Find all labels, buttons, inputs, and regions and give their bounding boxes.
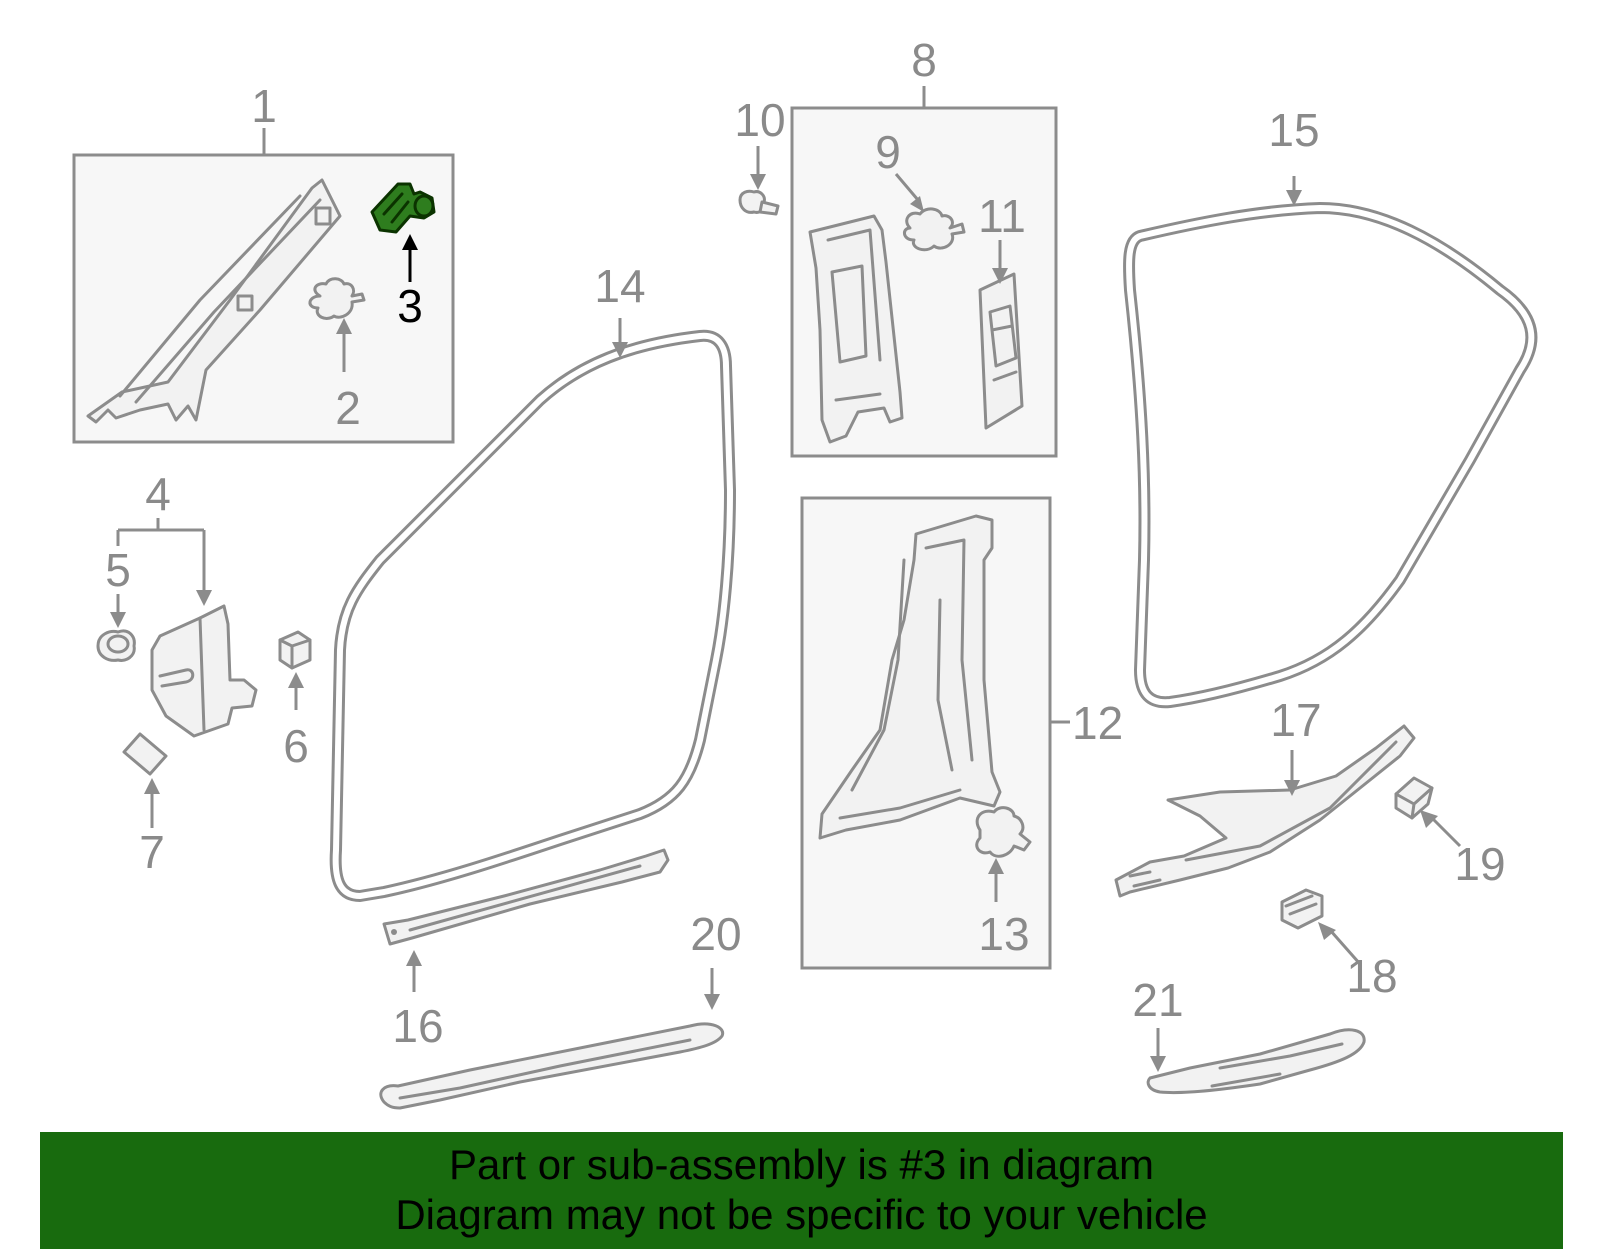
callout-14[interactable]: 14 bbox=[594, 260, 645, 312]
callout-9[interactable]: 9 bbox=[875, 126, 901, 178]
front-door-weatherstrip-14[interactable] bbox=[329, 329, 736, 902]
clip-2[interactable] bbox=[308, 277, 366, 320]
callout-4[interactable]: 4 bbox=[145, 468, 171, 520]
group-box-8: 8 9 11 bbox=[790, 34, 1058, 458]
callout-5[interactable]: 5 bbox=[105, 544, 131, 596]
door-sill-plate-20[interactable] bbox=[379, 1022, 725, 1110]
clip-19[interactable] bbox=[1394, 776, 1434, 820]
callout-3[interactable]: 3 bbox=[397, 280, 423, 332]
callout-16[interactable]: 16 bbox=[392, 1000, 443, 1052]
group-box-1: 1 2 3 bbox=[72, 80, 455, 444]
clip-5[interactable] bbox=[96, 629, 136, 662]
scuff-plate-16[interactable] bbox=[382, 848, 670, 946]
callout-20[interactable]: 20 bbox=[690, 908, 741, 960]
callout-1[interactable]: 1 bbox=[251, 80, 277, 132]
callout-6[interactable]: 6 bbox=[283, 720, 309, 772]
seat-belt-guide-11[interactable] bbox=[978, 272, 1024, 430]
callout-10[interactable]: 10 bbox=[734, 94, 785, 146]
callout-7[interactable]: 7 bbox=[139, 826, 165, 878]
pad-7[interactable] bbox=[122, 732, 168, 776]
callout-15[interactable]: 15 bbox=[1268, 104, 1319, 156]
center-pillar-upper-garnish[interactable] bbox=[808, 214, 904, 444]
clip-10[interactable] bbox=[738, 189, 780, 216]
clip-13[interactable] bbox=[975, 806, 1032, 858]
clip-18[interactable] bbox=[1280, 888, 1324, 930]
callout-13[interactable]: 13 bbox=[978, 908, 1029, 960]
banner-line-2: Diagram may not be specific to your vehi… bbox=[395, 1191, 1208, 1238]
door-sill-plate-21[interactable] bbox=[1146, 1028, 1366, 1095]
callout-17[interactable]: 17 bbox=[1270, 694, 1321, 746]
callout-19[interactable]: 19 bbox=[1454, 838, 1505, 890]
banner-line-1: Part or sub-assembly is #3 in diagram bbox=[449, 1141, 1154, 1188]
callout-12[interactable]: 12 bbox=[1072, 697, 1123, 749]
callout-21[interactable]: 21 bbox=[1132, 974, 1183, 1026]
cowl-side-trim-4[interactable] bbox=[150, 604, 258, 738]
clip-3-highlighted[interactable] bbox=[370, 182, 436, 234]
info-banner: Part or sub-assembly is #3 in diagram Di… bbox=[40, 1132, 1563, 1249]
part-10: 10 bbox=[734, 94, 786, 216]
rear-scuff-plate-17[interactable] bbox=[1114, 724, 1416, 898]
clip-9[interactable] bbox=[903, 207, 966, 252]
callout-8[interactable]: 8 bbox=[911, 34, 937, 86]
callout-2[interactable]: 2 bbox=[335, 382, 361, 434]
callout-18[interactable]: 18 bbox=[1346, 950, 1397, 1002]
front-pillar-garnish[interactable] bbox=[86, 178, 342, 424]
group-box-12: 12 13 bbox=[800, 496, 1123, 970]
parts-diagram: 1 2 3 4 5 bbox=[72, 34, 1538, 1110]
parts-4-7: 4 5 6 7 bbox=[96, 468, 312, 878]
clip-6[interactable] bbox=[278, 630, 312, 670]
rear-door-weatherstrip-15[interactable] bbox=[1123, 202, 1538, 709]
callout-11[interactable]: 11 bbox=[978, 190, 1026, 242]
center-pillar-lower-garnish[interactable] bbox=[818, 514, 1002, 840]
